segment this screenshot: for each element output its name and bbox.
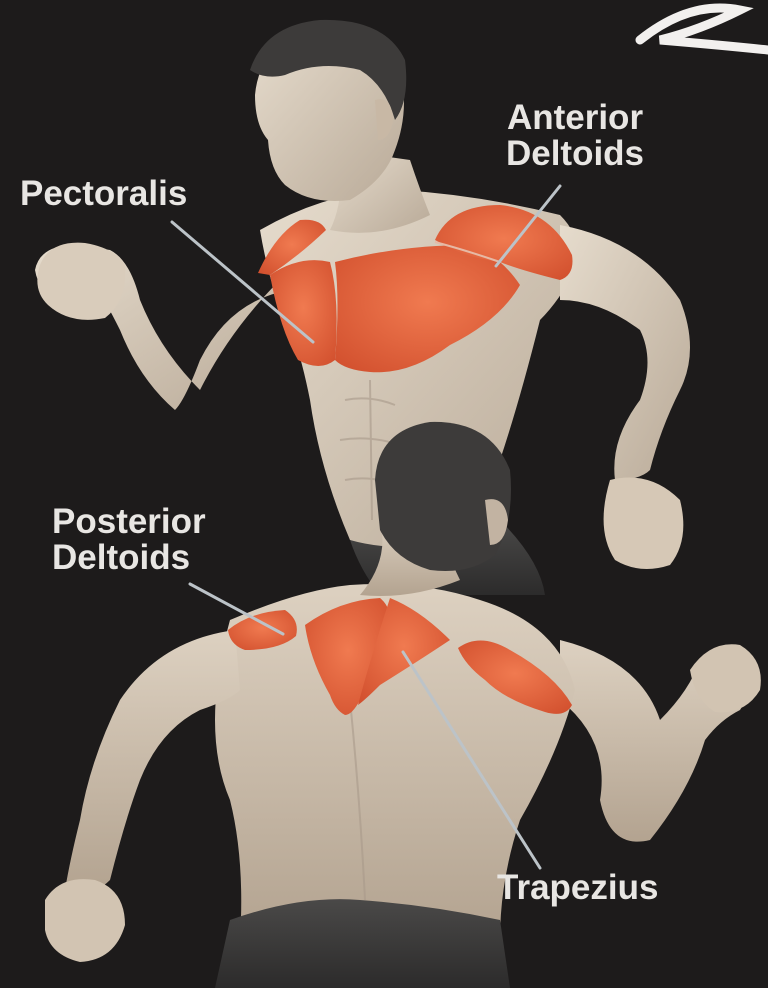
posterior-deltoids-label: Posterior Deltoids [52, 504, 206, 576]
trapezius-label: Trapezius [497, 870, 658, 906]
anterior-deltoids-label-line-1: Anterior [480, 100, 670, 136]
corner-brush-mark [640, 8, 768, 50]
back-left-arm [65, 630, 240, 893]
anterior-deltoids-label-line-2: Deltoids [480, 136, 670, 172]
front-fist [37, 243, 125, 320]
posterior-deltoids-label-line-2: Deltoids [52, 540, 206, 576]
front-right-arm [560, 225, 690, 480]
anterior-deltoids-label: Anterior Deltoids [480, 100, 670, 172]
posterior-deltoids-label-line-1: Posterior [52, 504, 206, 540]
front-right-fist [604, 478, 684, 570]
pectoralis-label: Pectoralis [20, 176, 187, 212]
back-head-hair [375, 422, 511, 571]
back-left-fist [45, 879, 125, 962]
